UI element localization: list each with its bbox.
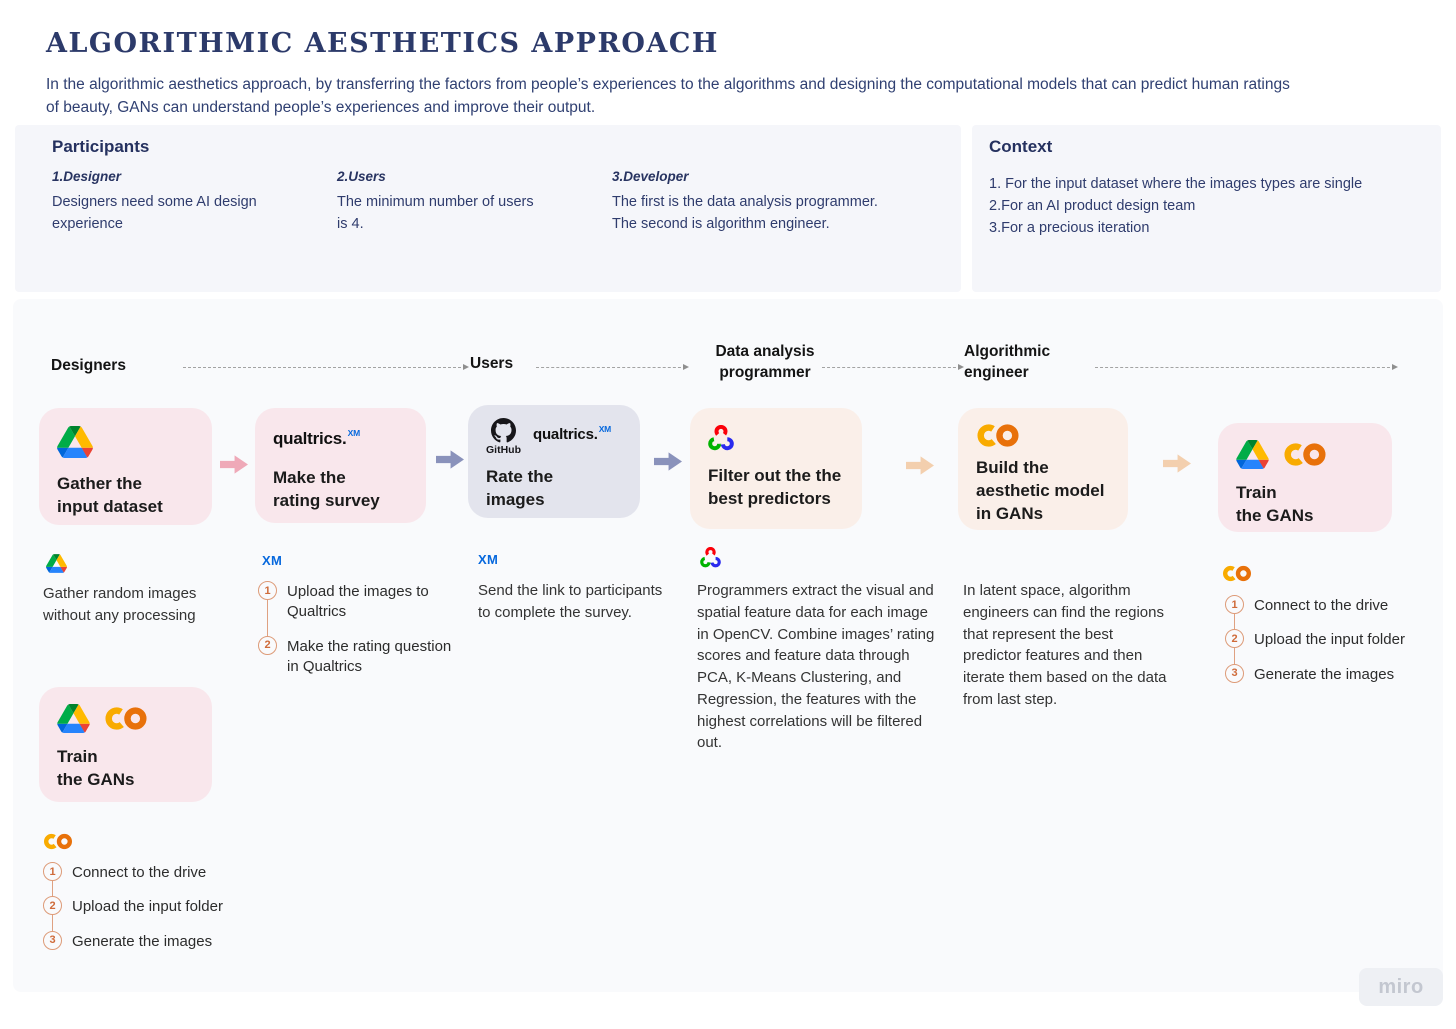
card-title: Build the aesthetic model in GANs <box>976 458 1105 523</box>
miro-watermark[interactable]: miro <box>1359 968 1443 1006</box>
step-item: 1 Upload the images to Qualtrics <box>258 581 454 636</box>
card-train-gans[interactable]: Train the GANs <box>1218 423 1392 532</box>
step-item: 2 Make the rating question in Qualtrics <box>258 635 454 678</box>
step-text: Generate the images <box>72 932 213 950</box>
flow-arrow <box>436 450 464 469</box>
lane-designers: Designers <box>51 357 126 374</box>
step-text: Make the rating question in Qualtrics <box>287 637 452 675</box>
colab-icon <box>1222 565 1252 582</box>
flow-arrow <box>1163 454 1191 473</box>
step-number: 3 <box>43 930 62 950</box>
step-text: Upload the images to Qualtrics <box>287 583 429 621</box>
card-train-gans-designers[interactable]: Train the GANs <box>39 687 212 802</box>
step-text: Upload the input folder <box>1254 631 1405 649</box>
lane-data-analysis-programmer: Data analysis programmer <box>715 343 815 381</box>
github-icon: GitHub <box>486 418 521 456</box>
lane-connector <box>536 364 689 370</box>
card-title: Gather the input dataset <box>57 474 163 516</box>
card-make-rating-survey[interactable]: qualtrics.XM Make the rating survey <box>255 408 426 523</box>
step-item: 1 Connect to the drive <box>43 862 268 898</box>
step-text: Connect to the drive <box>1254 597 1389 614</box>
participant-label: 2.Users <box>337 169 386 184</box>
qualtrics-logo: qualtrics.XM <box>273 428 360 448</box>
context-list: 1. For the input dataset where the image… <box>989 173 1429 239</box>
colab-icon <box>1283 442 1327 467</box>
note-gather: Gather random images without any process… <box>43 585 197 624</box>
survey-steps: 1 Upload the images to Qualtrics 2 Make … <box>258 581 454 690</box>
card-title: Make the rating survey <box>273 468 380 510</box>
step-number: 2 <box>1225 629 1244 649</box>
xm-icon: XM <box>478 552 499 567</box>
colab-icon <box>104 706 148 731</box>
note-rate: Send the link to participants to complet… <box>478 582 663 621</box>
colab-icon <box>43 833 73 850</box>
flow-arrow <box>220 455 248 474</box>
step-number: 1 <box>43 862 62 881</box>
page-subtitle: In the algorithmic aesthetics approach, … <box>46 76 1290 116</box>
participant-developer: 3.Developer The first is the data analys… <box>612 169 942 236</box>
flow-arrow <box>906 456 934 475</box>
note-build: In latent space, algorithm engineers can… <box>963 582 1167 708</box>
qualtrics-logo: qualtrics.XM <box>533 424 612 443</box>
lane-algorithmic-engineer: Algorithmic engineer <box>964 343 1051 381</box>
step-item: 2 Upload the input folder <box>43 896 268 932</box>
participant-text: The minimum number of users is 4. <box>337 194 534 232</box>
page-title: ALGORITHMIC AESTHETICS APPROACH <box>46 28 719 59</box>
step-item: 3 Generate the images <box>1225 663 1440 685</box>
opencv-icon <box>700 547 721 568</box>
context-panel[interactable]: Context 1. For the input dataset where t… <box>972 125 1441 292</box>
lane-connector <box>183 364 469 370</box>
train-steps-designers: 1 Connect to the drive 2 Upload the inpu… <box>43 862 268 965</box>
flow-canvas: Designers Users Data analysis programmer… <box>13 299 1443 992</box>
context-item: 2.For an AI product design team <box>989 198 1196 214</box>
card-title: Train the GANs <box>57 747 135 789</box>
google-drive-icon <box>46 554 67 573</box>
card-gather-input-dataset[interactable]: Gather the input dataset <box>39 408 212 525</box>
participant-label: 1.Designer <box>52 169 122 184</box>
card-filter-best-predictors[interactable]: Filter out the the best predictors <box>690 408 862 529</box>
xm-icon: XM <box>262 553 283 568</box>
note-filter: Programmers extract the visual and spati… <box>697 582 935 752</box>
participants-panel[interactable]: Participants 1.Designer Designers need s… <box>15 125 961 292</box>
participants-heading: Participants <box>52 137 150 156</box>
step-number: 1 <box>1225 595 1244 614</box>
lane-connector <box>822 364 964 370</box>
train-steps: 1 Connect to the drive 2 Upload the inpu… <box>1225 595 1440 698</box>
context-heading: Context <box>989 137 1053 156</box>
card-rate-images[interactable]: GitHub qualtrics.XM Rate the images <box>468 405 640 518</box>
step-number: 2 <box>258 635 277 655</box>
step-item: 2 Upload the input folder <box>1225 629 1440 665</box>
opencv-icon <box>708 425 734 451</box>
card-title: Train the GANs <box>1236 483 1314 525</box>
card-title: Rate the images <box>486 467 554 509</box>
step-item: 3 Generate the images <box>43 930 268 952</box>
context-item: 3.For a precious iteration <box>989 220 1150 236</box>
lane-users: Users <box>470 355 514 372</box>
participant-users: 2.Users The minimum number of users is 4… <box>337 169 587 236</box>
step-text: Connect to the drive <box>72 864 207 881</box>
context-item: 1. For the input dataset where the image… <box>989 176 1363 192</box>
step-item: 1 Connect to the drive <box>1225 595 1440 631</box>
miro-logo: miro <box>1378 975 1424 998</box>
google-drive-icon <box>57 426 93 458</box>
step-text: Upload the input folder <box>72 898 223 916</box>
card-title: Filter out the the best predictors <box>708 466 842 508</box>
participant-label: 3.Developer <box>612 169 689 184</box>
step-number: 1 <box>258 581 277 600</box>
participant-text: The first is the data analysis programme… <box>612 194 878 232</box>
lane-connector <box>1095 364 1398 370</box>
step-text: Generate the images <box>1254 665 1395 683</box>
colab-icon <box>976 423 1020 448</box>
card-build-aesthetic-model[interactable]: Build the aesthetic model in GANs <box>958 408 1128 530</box>
google-drive-icon <box>1236 440 1269 469</box>
flow-arrow <box>654 452 682 471</box>
participant-designer: 1.Designer Designers need some AI design… <box>52 169 302 236</box>
step-number: 3 <box>1225 663 1244 683</box>
step-number: 2 <box>43 896 62 916</box>
google-drive-icon <box>57 704 90 733</box>
participant-text: Designers need some AI design experience <box>52 194 257 232</box>
